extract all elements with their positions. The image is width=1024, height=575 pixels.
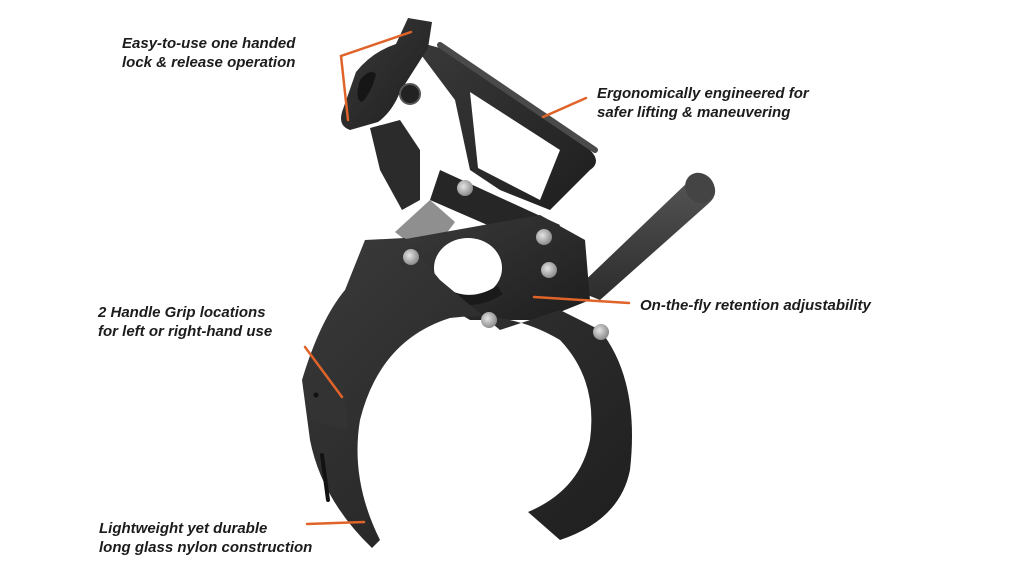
callout-text: Lightweight yet durable	[99, 520, 268, 537]
callout-material: Lightweight yet durable long glass nylon…	[99, 519, 312, 557]
callout-ergonomic: Ergonomically engineered for safer lifti…	[597, 84, 809, 122]
leader-retention	[532, 295, 631, 305]
leader-ergonomic	[541, 96, 588, 119]
callout-text: lock & release operation	[122, 54, 296, 71]
callout-lock-release: Easy-to-use one handed lock & release op…	[122, 34, 295, 72]
leader-handle-grip	[303, 345, 344, 399]
callout-text: safer lifting & maneuvering	[597, 104, 791, 121]
callout-text: 2 Handle Grip locations	[98, 304, 266, 321]
callout-text: Easy-to-use one handed	[122, 35, 296, 52]
clamp-jaw	[302, 238, 632, 548]
callout-text: for left or right-hand use	[98, 323, 273, 340]
leader-material	[305, 520, 366, 526]
side-handle-rod	[575, 172, 716, 300]
bolts	[403, 180, 609, 340]
callout-handle-grip: 2 Handle Grip locations for left or righ…	[98, 303, 272, 341]
callout-text: long glass nylon construction	[99, 539, 313, 556]
leader-lines	[303, 30, 631, 526]
leader-lock-release	[339, 30, 413, 122]
lock-lever	[341, 18, 432, 210]
callout-text: Ergonomically engineered for	[597, 85, 809, 102]
callout-retention: On-the-fly retention adjustability	[640, 296, 871, 315]
callout-text: On-the-fly retention adjustability	[640, 297, 871, 314]
